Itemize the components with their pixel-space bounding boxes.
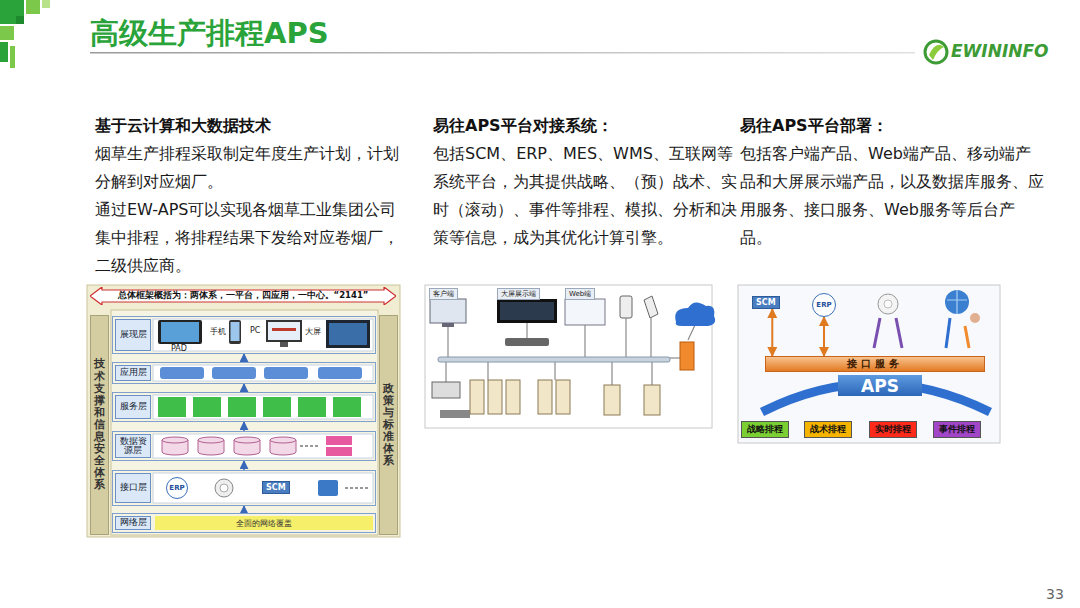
connector-arrow	[243, 506, 245, 513]
node-text: 网络层	[115, 516, 151, 530]
node-text: 大屏展示端	[501, 289, 536, 299]
node-text: 实时排程	[875, 423, 911, 436]
node-text: 数据资源层	[115, 434, 151, 458]
column-heading: 易往APS平台对接系统：	[433, 112, 738, 140]
node-text: Web端	[569, 289, 591, 299]
node-text: SCM	[756, 298, 776, 307]
schedule-box: 事件排程	[933, 421, 981, 438]
company-logo: EWININFO	[951, 41, 1049, 61]
node-text: APS	[861, 376, 899, 396]
device-label: 大屏	[305, 326, 321, 337]
layer-row: 展现层	[112, 316, 376, 354]
node-text: SCM	[266, 483, 286, 492]
device-label: PC	[250, 326, 260, 335]
side-band: 政策与标准体系	[379, 315, 398, 535]
node-text: 政策与标准体系	[383, 383, 394, 468]
node-text: ERP	[816, 301, 831, 309]
connector-arrow	[243, 422, 245, 431]
node-text: 总体框架概括为：两体系，一平台，四应用，一中心。“2141”	[118, 290, 369, 302]
column-heading: 易往APS平台部署：	[740, 112, 1045, 140]
terminal-box: 大屏展示端	[497, 288, 540, 300]
layer-row: 网络层全面的网络覆盖	[112, 513, 376, 533]
architecture-frame	[87, 285, 400, 537]
node-text: 服务层	[115, 395, 151, 419]
deployment-diagram	[738, 285, 1000, 443]
node-text: 展现层	[115, 319, 151, 351]
layer-row: 数据资源层	[112, 431, 376, 461]
terminal-box: 客户端	[429, 288, 458, 300]
terminal-box: Web端	[565, 288, 595, 300]
device-label: 手机	[210, 326, 226, 337]
node-text: ERP	[169, 484, 184, 492]
layer-row: 应用层	[112, 362, 376, 384]
system-icon: SCM	[262, 481, 290, 494]
schedule-box: 战略排程	[741, 421, 789, 438]
node-text: 接口服务	[847, 357, 903, 371]
column-text: 包括SCM、ERP、MES、WMS、互联网等系统平台，为其提供战略、（预）战术、…	[433, 140, 738, 252]
layer-row: 接口层 ERP SCM	[112, 470, 376, 506]
connector-arrow	[243, 354, 245, 362]
slide-title: 高级生产排程APS	[90, 14, 329, 54]
schedule-box: 战术排程	[804, 421, 852, 438]
node-text: 战略排程	[747, 423, 783, 436]
column-text: 包括客户端产品、Web端产品、移动端产品和大屏展示端产品，以及数据库服务、应用服…	[740, 140, 1045, 252]
node-text: 应用层	[115, 365, 151, 381]
connector-arrow	[771, 309, 773, 356]
device-label: PAD	[171, 344, 187, 353]
framework-banner: 总体框架概括为：两体系，一平台，四应用，一中心。“2141”	[90, 287, 396, 305]
connector-arrow	[823, 317, 825, 356]
corner-decoration	[0, 0, 50, 68]
system-icon: ERP	[812, 293, 836, 317]
system-icon: SCM	[752, 296, 780, 309]
system-icon: ERP	[166, 477, 188, 499]
node-text: 接口层	[115, 473, 151, 503]
node-text: 技术支撑和信息安全体系	[94, 358, 105, 491]
node-text: 战术排程	[810, 423, 846, 436]
node-text: 事件排程	[939, 423, 975, 436]
page-number: 33	[1046, 586, 1064, 602]
connector-arrow	[243, 384, 245, 392]
column-heading: 基于云计算和大数据技术	[95, 112, 400, 140]
network-diagram	[425, 285, 715, 428]
connector-arrow	[243, 461, 245, 470]
layer-row: 服务层	[112, 392, 376, 422]
double-arrow-shape	[90, 287, 396, 305]
logo-icon	[925, 41, 947, 63]
side-band: 技术支撑和信息安全体系	[90, 315, 109, 535]
title-rule	[90, 52, 915, 54]
schedule-box: 实时排程	[869, 421, 917, 438]
interface-band: 接口服务	[765, 356, 985, 372]
node-text: 客户端	[433, 289, 454, 299]
aps-bar: APS	[838, 375, 922, 396]
node-text: 全面的网络覆盖	[155, 516, 373, 530]
column-text: 烟草生产排程采取制定年度生产计划，计划分解到对应烟厂。	[95, 140, 400, 196]
column-text: 通过EW-APS可以实现各烟草工业集团公司集中排程，将排程结果下发给对应卷烟厂，…	[95, 196, 400, 280]
